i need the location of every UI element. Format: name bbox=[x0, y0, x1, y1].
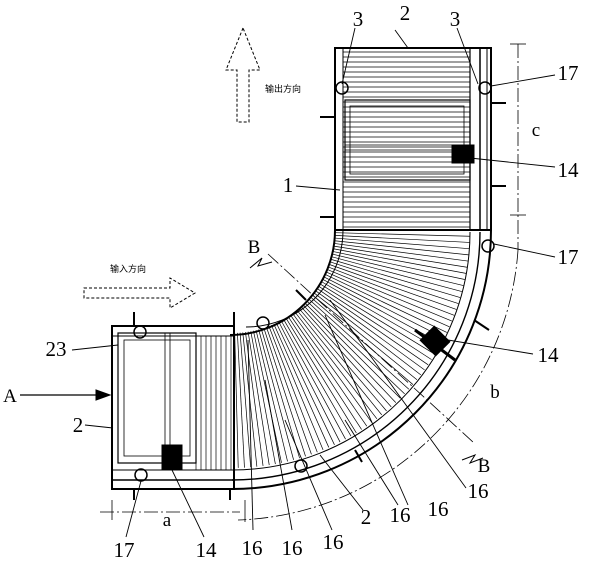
output-direction-note: 输出方向 bbox=[265, 83, 301, 95]
label-b-section-bottom: B bbox=[478, 456, 491, 477]
label-1: 1 bbox=[283, 173, 294, 197]
roller-line bbox=[278, 321, 341, 443]
roller-line bbox=[250, 331, 276, 465]
roller-line bbox=[263, 327, 306, 457]
label-b-dimension: b bbox=[490, 382, 500, 403]
roller-line bbox=[324, 274, 447, 333]
roller-line bbox=[328, 266, 455, 316]
label-3-left: 3 bbox=[353, 7, 364, 31]
roller-line bbox=[316, 288, 429, 366]
roller-line bbox=[330, 258, 461, 298]
roller-line bbox=[315, 290, 425, 371]
roller-line bbox=[268, 326, 318, 453]
roller-line bbox=[266, 326, 312, 455]
roller-line bbox=[260, 328, 300, 459]
labels: 2 3 3 17 c 14 1 B 17 14 23 A b 2 B 16 16… bbox=[3, 1, 579, 562]
roller-line bbox=[321, 281, 439, 350]
label-16-e: 16 bbox=[323, 530, 344, 554]
roller-line bbox=[234, 332, 239, 468]
roller-line bbox=[285, 317, 357, 434]
label-23: 23 bbox=[46, 337, 67, 361]
label-17-mid: 17 bbox=[558, 245, 579, 269]
leader-lines bbox=[71, 27, 556, 538]
roller-line bbox=[334, 232, 470, 237]
roller-line bbox=[253, 330, 282, 463]
label-a-dimension: a bbox=[163, 510, 172, 531]
label-17-bottom: 17 bbox=[114, 538, 135, 562]
roller-line bbox=[302, 304, 397, 403]
roller-line bbox=[322, 278, 442, 344]
label-14-bottom: 14 bbox=[196, 538, 218, 562]
roller-line bbox=[296, 309, 383, 416]
roller-line bbox=[328, 264, 457, 310]
label-2-bottom: 2 bbox=[361, 505, 372, 529]
roller-line bbox=[334, 240, 469, 256]
roller-line bbox=[333, 248, 467, 274]
roller-line bbox=[327, 269, 453, 322]
label-2-left: 2 bbox=[73, 413, 84, 437]
roller-line bbox=[280, 320, 346, 440]
horizontal-straight-section bbox=[111, 312, 235, 500]
label-c: c bbox=[532, 120, 540, 141]
label-b-section-top: B bbox=[248, 237, 261, 258]
roller-line bbox=[237, 332, 245, 468]
label-a-view: A bbox=[3, 386, 17, 407]
roller-line bbox=[333, 245, 468, 268]
roller-line bbox=[323, 276, 445, 339]
roller-line bbox=[300, 306, 392, 408]
roller-line bbox=[332, 251, 465, 280]
label-3-right: 3 bbox=[450, 7, 461, 31]
roller-line bbox=[292, 313, 373, 423]
roller-line bbox=[332, 253, 464, 286]
label-16-c: 16 bbox=[242, 536, 263, 560]
roller-line bbox=[304, 302, 401, 399]
curved-section bbox=[229, 229, 519, 521]
label-14-mid: 14 bbox=[538, 343, 560, 367]
label-16-d: 16 bbox=[282, 536, 303, 560]
roller-line bbox=[276, 322, 335, 445]
roller-line bbox=[247, 331, 270, 466]
roller-line bbox=[310, 296, 414, 385]
roller-line bbox=[329, 261, 459, 304]
roller-line bbox=[239, 332, 252, 468]
roller-line bbox=[306, 300, 405, 395]
roller-line bbox=[308, 298, 410, 390]
label-14-top: 14 bbox=[558, 158, 580, 182]
arrows bbox=[20, 26, 484, 465]
roller-line bbox=[334, 235, 470, 243]
label-16-b: 16 bbox=[390, 503, 411, 527]
roller-line bbox=[311, 294, 418, 381]
roller-line bbox=[325, 271, 450, 328]
roller-line bbox=[294, 311, 378, 420]
roller-line bbox=[319, 283, 436, 355]
dimension-lines bbox=[100, 43, 526, 522]
roller-line bbox=[287, 316, 362, 430]
roller-line bbox=[273, 323, 330, 448]
roller-line bbox=[271, 325, 324, 451]
vertical-straight-section bbox=[320, 47, 506, 253]
roller-line bbox=[334, 237, 470, 250]
roller-line bbox=[290, 314, 368, 427]
label-16-right: 16 bbox=[468, 479, 489, 503]
input-direction-note: 输入方向 bbox=[110, 263, 146, 275]
label-2-top: 2 bbox=[400, 1, 411, 25]
roller-line bbox=[255, 330, 288, 462]
label-17-top: 17 bbox=[558, 61, 579, 85]
roller-line bbox=[283, 319, 352, 437]
label-16-a: 16 bbox=[428, 497, 449, 521]
roller-line bbox=[318, 285, 432, 360]
roller-line bbox=[313, 292, 422, 376]
roller-line bbox=[334, 243, 469, 262]
roller-line bbox=[298, 308, 387, 412]
roller-line bbox=[331, 256, 462, 292]
roller-line bbox=[258, 329, 294, 460]
